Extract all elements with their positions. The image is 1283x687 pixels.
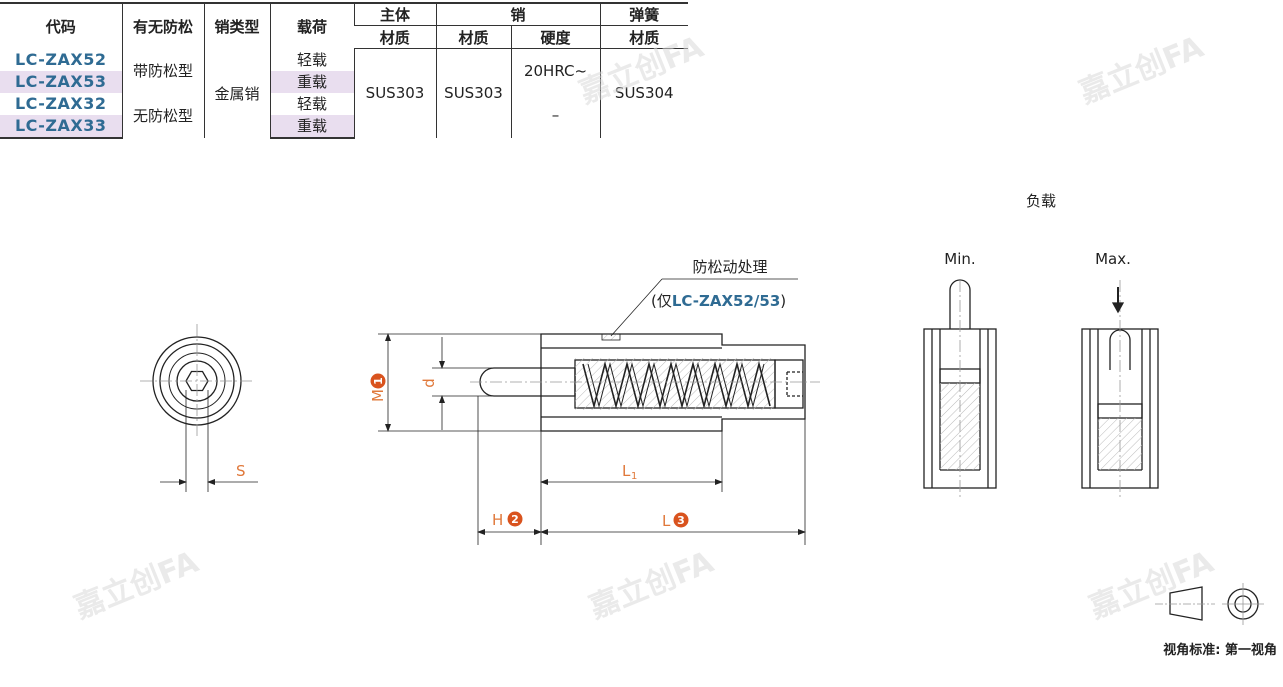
- header-locking: 有无防松: [121, 2, 204, 49]
- spring-material-cell: SUS304: [599, 48, 688, 138]
- svg-text:L: L: [622, 462, 631, 480]
- hardness-lower-cell: –: [510, 92, 600, 138]
- projection-label: 视角标准: 第一视角: [1163, 642, 1277, 658]
- row-load: 轻载: [269, 48, 354, 71]
- locking-with-cell: 带防松型: [121, 48, 204, 93]
- header-pin: 销: [435, 2, 600, 26]
- svg-text:3: 3: [677, 514, 685, 527]
- locking-without-cell: 无防松型: [121, 92, 204, 138]
- down-arrow-icon: [1111, 287, 1125, 314]
- svg-text:1: 1: [372, 377, 385, 385]
- row-load: 轻载: [269, 92, 354, 115]
- header-pin-material: 材质: [435, 25, 511, 49]
- header-body: 主体: [353, 2, 436, 26]
- svg-text:H: H: [492, 511, 503, 529]
- load-view-max: [1081, 280, 1159, 500]
- row-code: LC-ZAX53: [0, 70, 122, 93]
- table-row: LC-ZAX33 重载: [0, 114, 688, 139]
- table-row: LC-ZAX32 无防松型 轻载 –: [0, 92, 688, 138]
- hardness-upper-cell: 20HRC~: [510, 48, 600, 93]
- load-view-min: [923, 279, 997, 500]
- load-max-label: Max.: [1095, 250, 1131, 268]
- header-code: 代码: [0, 2, 122, 49]
- first-angle-projection-icon: [1155, 583, 1264, 625]
- row-code: LC-ZAX52: [14, 50, 107, 69]
- table-row: LC-ZAX52 带防松型 金属销 轻载 SUS303 SUS303 20HRC…: [0, 48, 688, 138]
- dimension-lines: [378, 278, 806, 545]
- row-load: 重载: [269, 114, 354, 139]
- svg-text:L: L: [662, 512, 671, 530]
- pin-type-cell: 金属销: [203, 48, 270, 138]
- svg-text:M: M: [369, 389, 387, 402]
- table-row: LC-ZAX53 重载: [0, 70, 688, 93]
- load-title: 负载: [1026, 192, 1056, 210]
- spec-table: 代码 有无防松 销类型 载荷 主体 销 弹簧 材质 材质 硬度 材质 LC-ZA…: [0, 2, 688, 139]
- header-spring-material: 材质: [599, 25, 688, 49]
- header-spring: 弹簧: [599, 2, 688, 26]
- header-pin-hardness: 硬度: [510, 25, 600, 49]
- dim-M-label: M 1: [369, 373, 387, 402]
- load-min-label: Min.: [944, 250, 975, 268]
- row-code: LC-ZAX32: [14, 94, 107, 113]
- svg-text:1: 1: [631, 471, 637, 482]
- dim-L-label: L 3: [662, 512, 689, 530]
- row-code: LC-ZAX33: [0, 114, 122, 139]
- header-load: 载荷: [269, 2, 354, 49]
- end-view: [140, 324, 258, 492]
- header-body-material: 材质: [354, 25, 436, 49]
- dim-S-label: S: [236, 462, 246, 480]
- anti-loose-note: (仅LC-ZAX52/53): [651, 292, 786, 310]
- dim-L1-label: L 1: [622, 462, 637, 482]
- side-view: [470, 333, 820, 432]
- dim-H-label: H 2: [492, 511, 523, 529]
- header-pin-type: 销类型: [203, 2, 270, 49]
- row-load: 重载: [269, 70, 354, 93]
- dim-d-label: d: [420, 378, 438, 388]
- pin-material-cell: SUS303: [435, 48, 511, 138]
- body-material-cell: SUS303: [353, 48, 436, 138]
- svg-text:2: 2: [511, 513, 519, 526]
- anti-loose-label: 防松动处理: [692, 258, 767, 276]
